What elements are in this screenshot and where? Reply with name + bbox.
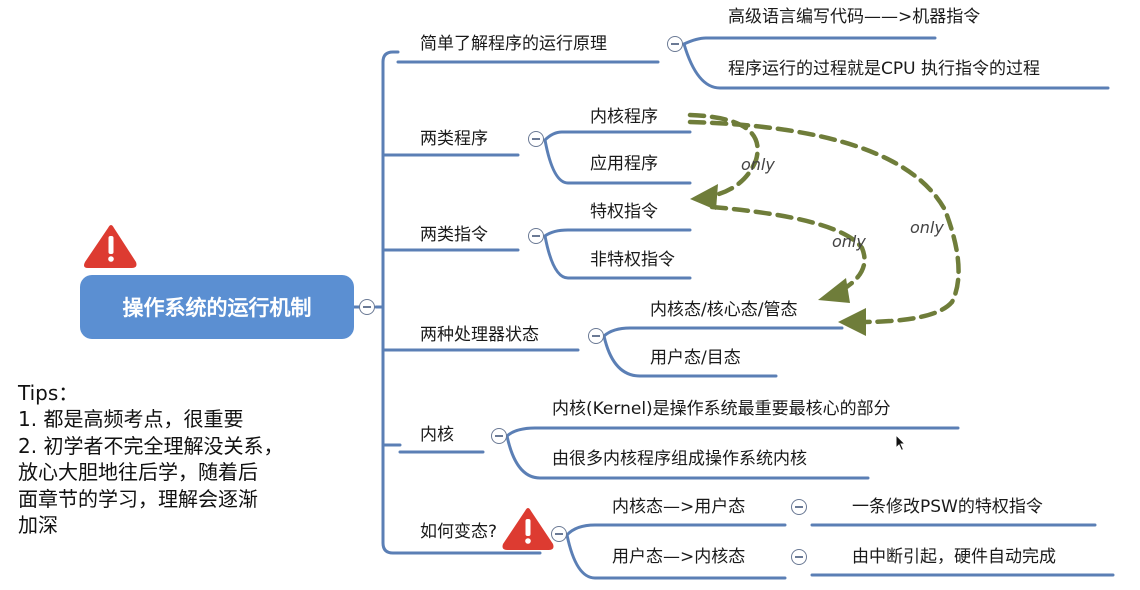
branch-1-collapse-icon[interactable] [667,36,683,52]
arrowhead-2 [818,278,850,303]
branch-5-collapse-icon[interactable] [491,428,507,444]
root-node[interactable]: 操作系统的运行机制 [80,275,354,339]
root-label: 操作系统的运行机制 [122,296,312,320]
tips-line-3: 放心大胆地往后学，随着后 [18,460,258,485]
warning-icon-root [84,225,137,268]
arrowhead-1 [690,184,718,210]
leaf-user-to-kernel-detail[interactable]: 由中断引起，硬件自动完成 [852,547,1056,567]
leaf-privileged-instruction[interactable]: 特权指令 [590,202,658,222]
leaf-kernel-state[interactable]: 内核态/核心态/管态 [650,300,798,320]
branch-label-state-change[interactable]: 如何变态? [420,522,498,542]
arrow-label-only-2: only [832,232,866,251]
arrow-label-only-3: only [910,218,944,237]
leaf-user-to-kernel[interactable]: 用户态—>内核态 [612,547,746,567]
leaf-user-state[interactable]: 用户态/目态 [650,348,741,368]
leaf-kernel-to-user[interactable]: 内核态—>用户态 [612,497,746,517]
tips-line-4: 面章节的学习，理解会逐渐 [18,486,258,511]
branch-3-collapse-icon[interactable] [528,228,544,244]
leaf-cpu-executes-instructions[interactable]: 程序运行的过程就是CPU 执行指令的过程 [728,59,1040,79]
branch-2-collapse-icon[interactable] [528,131,544,147]
branch-6-collapse-icon[interactable] [551,526,567,542]
tips-line-1: 1. 都是高频考点，很重要 [18,407,244,432]
arrowhead-3 [838,308,866,336]
tips-line-2: 2. 初学者不完全理解没关系， [18,433,284,458]
branch-label-two-program-types[interactable]: 两类程序 [420,129,488,149]
arrow-kernel-to-kernel-state [687,119,961,325]
leaf-non-privileged-instruction[interactable]: 非特权指令 [590,250,675,270]
leaf-kernel-to-user-detail[interactable]: 一条修改PSW的特权指令 [852,497,1043,517]
leaf-kernel-composition[interactable]: 由很多内核程序组成操作系统内核 [552,449,807,469]
branch-label-processor-states[interactable]: 两种处理器状态 [420,325,539,345]
mouse-cursor-icon [895,434,907,452]
tips-line-5: 加深 [18,512,58,537]
leaf-high-level-to-machine[interactable]: 高级语言编写代码——>机器指令 [728,7,981,27]
branch-4-collapse-icon[interactable] [588,328,604,344]
branch-label-kernel[interactable]: 内核 [420,425,454,445]
warning-icon-state-change [502,508,554,550]
arrow-privileged-to-kernel-state [709,204,867,293]
leaf-kernel-to-user-collapse-icon[interactable] [791,499,807,515]
branch-label-program-principle[interactable]: 简单了解程序的运行原理 [420,34,607,54]
leaf-application-program[interactable]: 应用程序 [590,154,658,174]
branch-label-two-instruction-types[interactable]: 两类指令 [420,225,488,245]
leaf-kernel-program[interactable]: 内核程序 [590,107,658,127]
leaf-kernel-definition[interactable]: 内核(Kernel)是操作系统最重要最核心的部分 [552,399,891,419]
arrow-kernel-to-privileged [687,112,760,199]
tips-panel: Tips： 1. 都是高频考点，很重要 2. 初学者不完全理解没关系， 放心大胆… [18,380,283,538]
root-collapse-icon[interactable] [359,299,375,315]
leaf-user-to-kernel-collapse-icon[interactable] [791,549,807,565]
arrow-label-only-1: only [741,155,775,174]
tips-title: Tips： [18,381,79,405]
